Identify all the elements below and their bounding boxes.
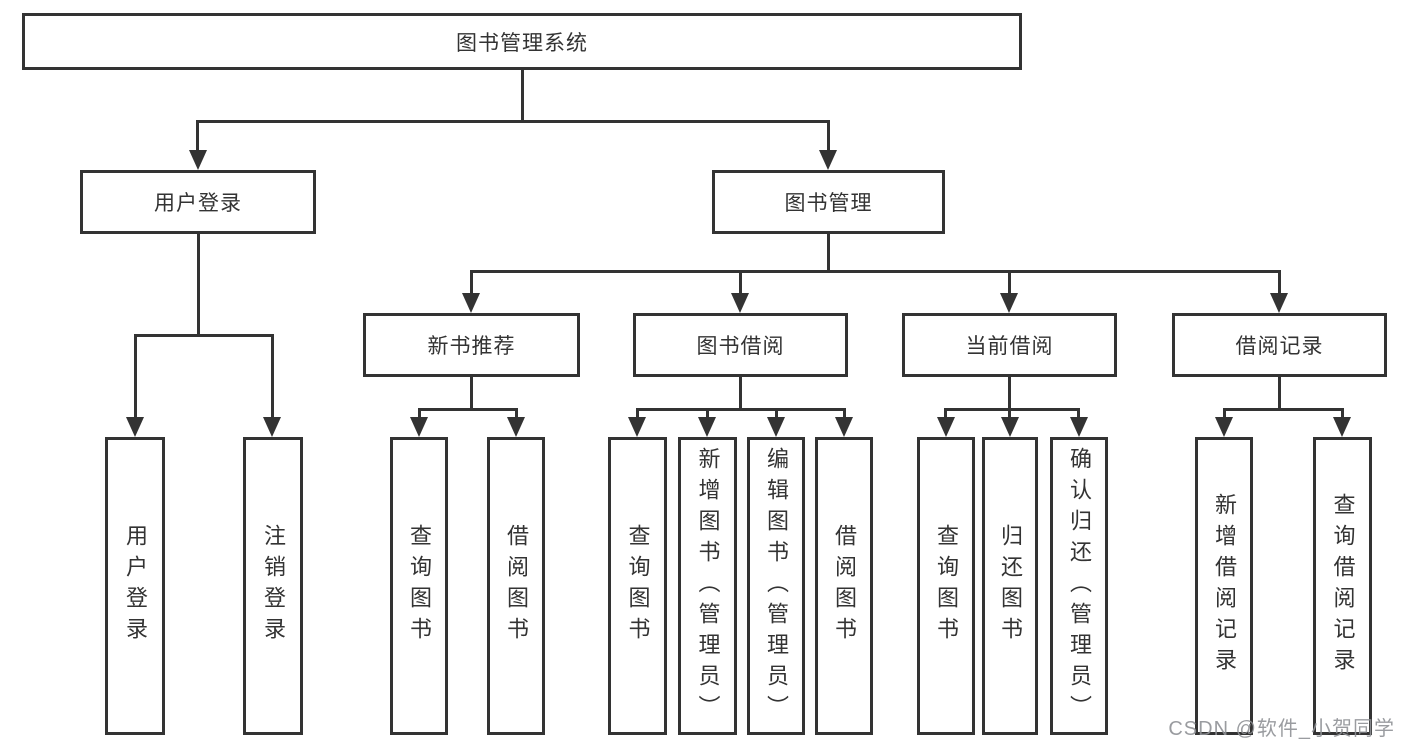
connector-line — [1223, 408, 1226, 420]
connector-line — [827, 120, 830, 152]
csdn-watermark: CSDN @软件_小贺同学 — [1168, 718, 1395, 740]
node-current-borrow: 当前借阅 — [902, 313, 1117, 377]
node-user-login: 用户登录 — [80, 170, 316, 234]
node-leaf-edit-books-admin: 编辑图书（管理员） — [747, 437, 805, 735]
node-leaf-borrow-books: 借阅图书 — [815, 437, 873, 735]
arrow-down-icon — [1000, 293, 1018, 313]
connector-line — [418, 408, 421, 420]
node-leaf-return-books: 归还图书 — [982, 437, 1038, 735]
connector-line — [706, 408, 709, 420]
node-leaf-user-login: 用户登录 — [105, 437, 165, 735]
connector-line — [1278, 377, 1281, 411]
node-leaf-query-books-recommend: 查询图书 — [390, 437, 448, 735]
node-leaf-logout: 注销登录 — [243, 437, 303, 735]
arrow-down-icon — [767, 417, 785, 437]
arrow-down-icon — [1270, 293, 1288, 313]
arrow-down-icon — [628, 417, 646, 437]
connector-line — [1008, 270, 1011, 295]
node-leaf-add-borrow-record: 新增借阅记录 — [1195, 437, 1253, 735]
arrow-down-icon — [1070, 417, 1088, 437]
node-new-book-recommend: 新书推荐 — [363, 313, 580, 377]
connector-line — [1077, 408, 1080, 420]
connector-line — [944, 408, 947, 420]
connector-line — [843, 408, 846, 420]
arrow-down-icon — [835, 417, 853, 437]
connector-line — [134, 334, 137, 419]
connector-line — [739, 270, 742, 295]
connector-line — [196, 120, 199, 152]
node-leaf-add-books-admin: 新增图书（管理员） — [678, 437, 737, 735]
connector-line — [521, 70, 524, 122]
connector-line — [418, 408, 518, 411]
arrow-down-icon — [410, 417, 428, 437]
arrow-down-icon — [731, 293, 749, 313]
connector-line — [775, 408, 778, 420]
node-book-borrow: 图书借阅 — [633, 313, 848, 377]
node-book-management: 图书管理 — [712, 170, 945, 234]
arrow-down-icon — [1215, 417, 1233, 437]
connector-line — [739, 377, 742, 411]
connector-line — [271, 334, 274, 419]
node-leaf-confirm-return-admin: 确认归还（管理员） — [1050, 437, 1108, 735]
arrow-down-icon — [819, 150, 837, 170]
connector-line — [470, 270, 1280, 273]
connector-line — [636, 408, 639, 420]
arrow-down-icon — [937, 417, 955, 437]
connector-line — [197, 234, 200, 336]
connector-line — [827, 234, 830, 272]
connector-line — [944, 408, 1079, 411]
connector-line — [1278, 270, 1281, 295]
connector-line — [470, 377, 473, 411]
arrow-down-icon — [126, 417, 144, 437]
node-leaf-borrow-books-recommend: 借阅图书 — [487, 437, 545, 735]
connector-line — [1341, 408, 1344, 420]
connector-line — [1223, 408, 1344, 411]
arrow-down-icon — [462, 293, 480, 313]
node-leaf-query-books-borrow: 查询图书 — [608, 437, 667, 735]
node-leaf-query-books-current: 查询图书 — [917, 437, 975, 735]
connector-line — [134, 334, 274, 337]
arrow-down-icon — [507, 417, 525, 437]
node-leaf-query-borrow-record: 查询借阅记录 — [1313, 437, 1372, 735]
connector-line — [470, 270, 473, 295]
node-borrow-record: 借阅记录 — [1172, 313, 1387, 377]
connector-line — [515, 408, 518, 420]
connector-line — [636, 408, 845, 411]
connector-line — [197, 120, 829, 123]
arrow-down-icon — [189, 150, 207, 170]
arrow-down-icon — [1333, 417, 1351, 437]
arrow-down-icon — [698, 417, 716, 437]
connector-line — [1008, 377, 1011, 411]
connector-line — [1008, 408, 1011, 420]
arrow-down-icon — [1001, 417, 1019, 437]
node-library-management-system: 图书管理系统 — [22, 13, 1022, 70]
arrow-down-icon — [263, 417, 281, 437]
